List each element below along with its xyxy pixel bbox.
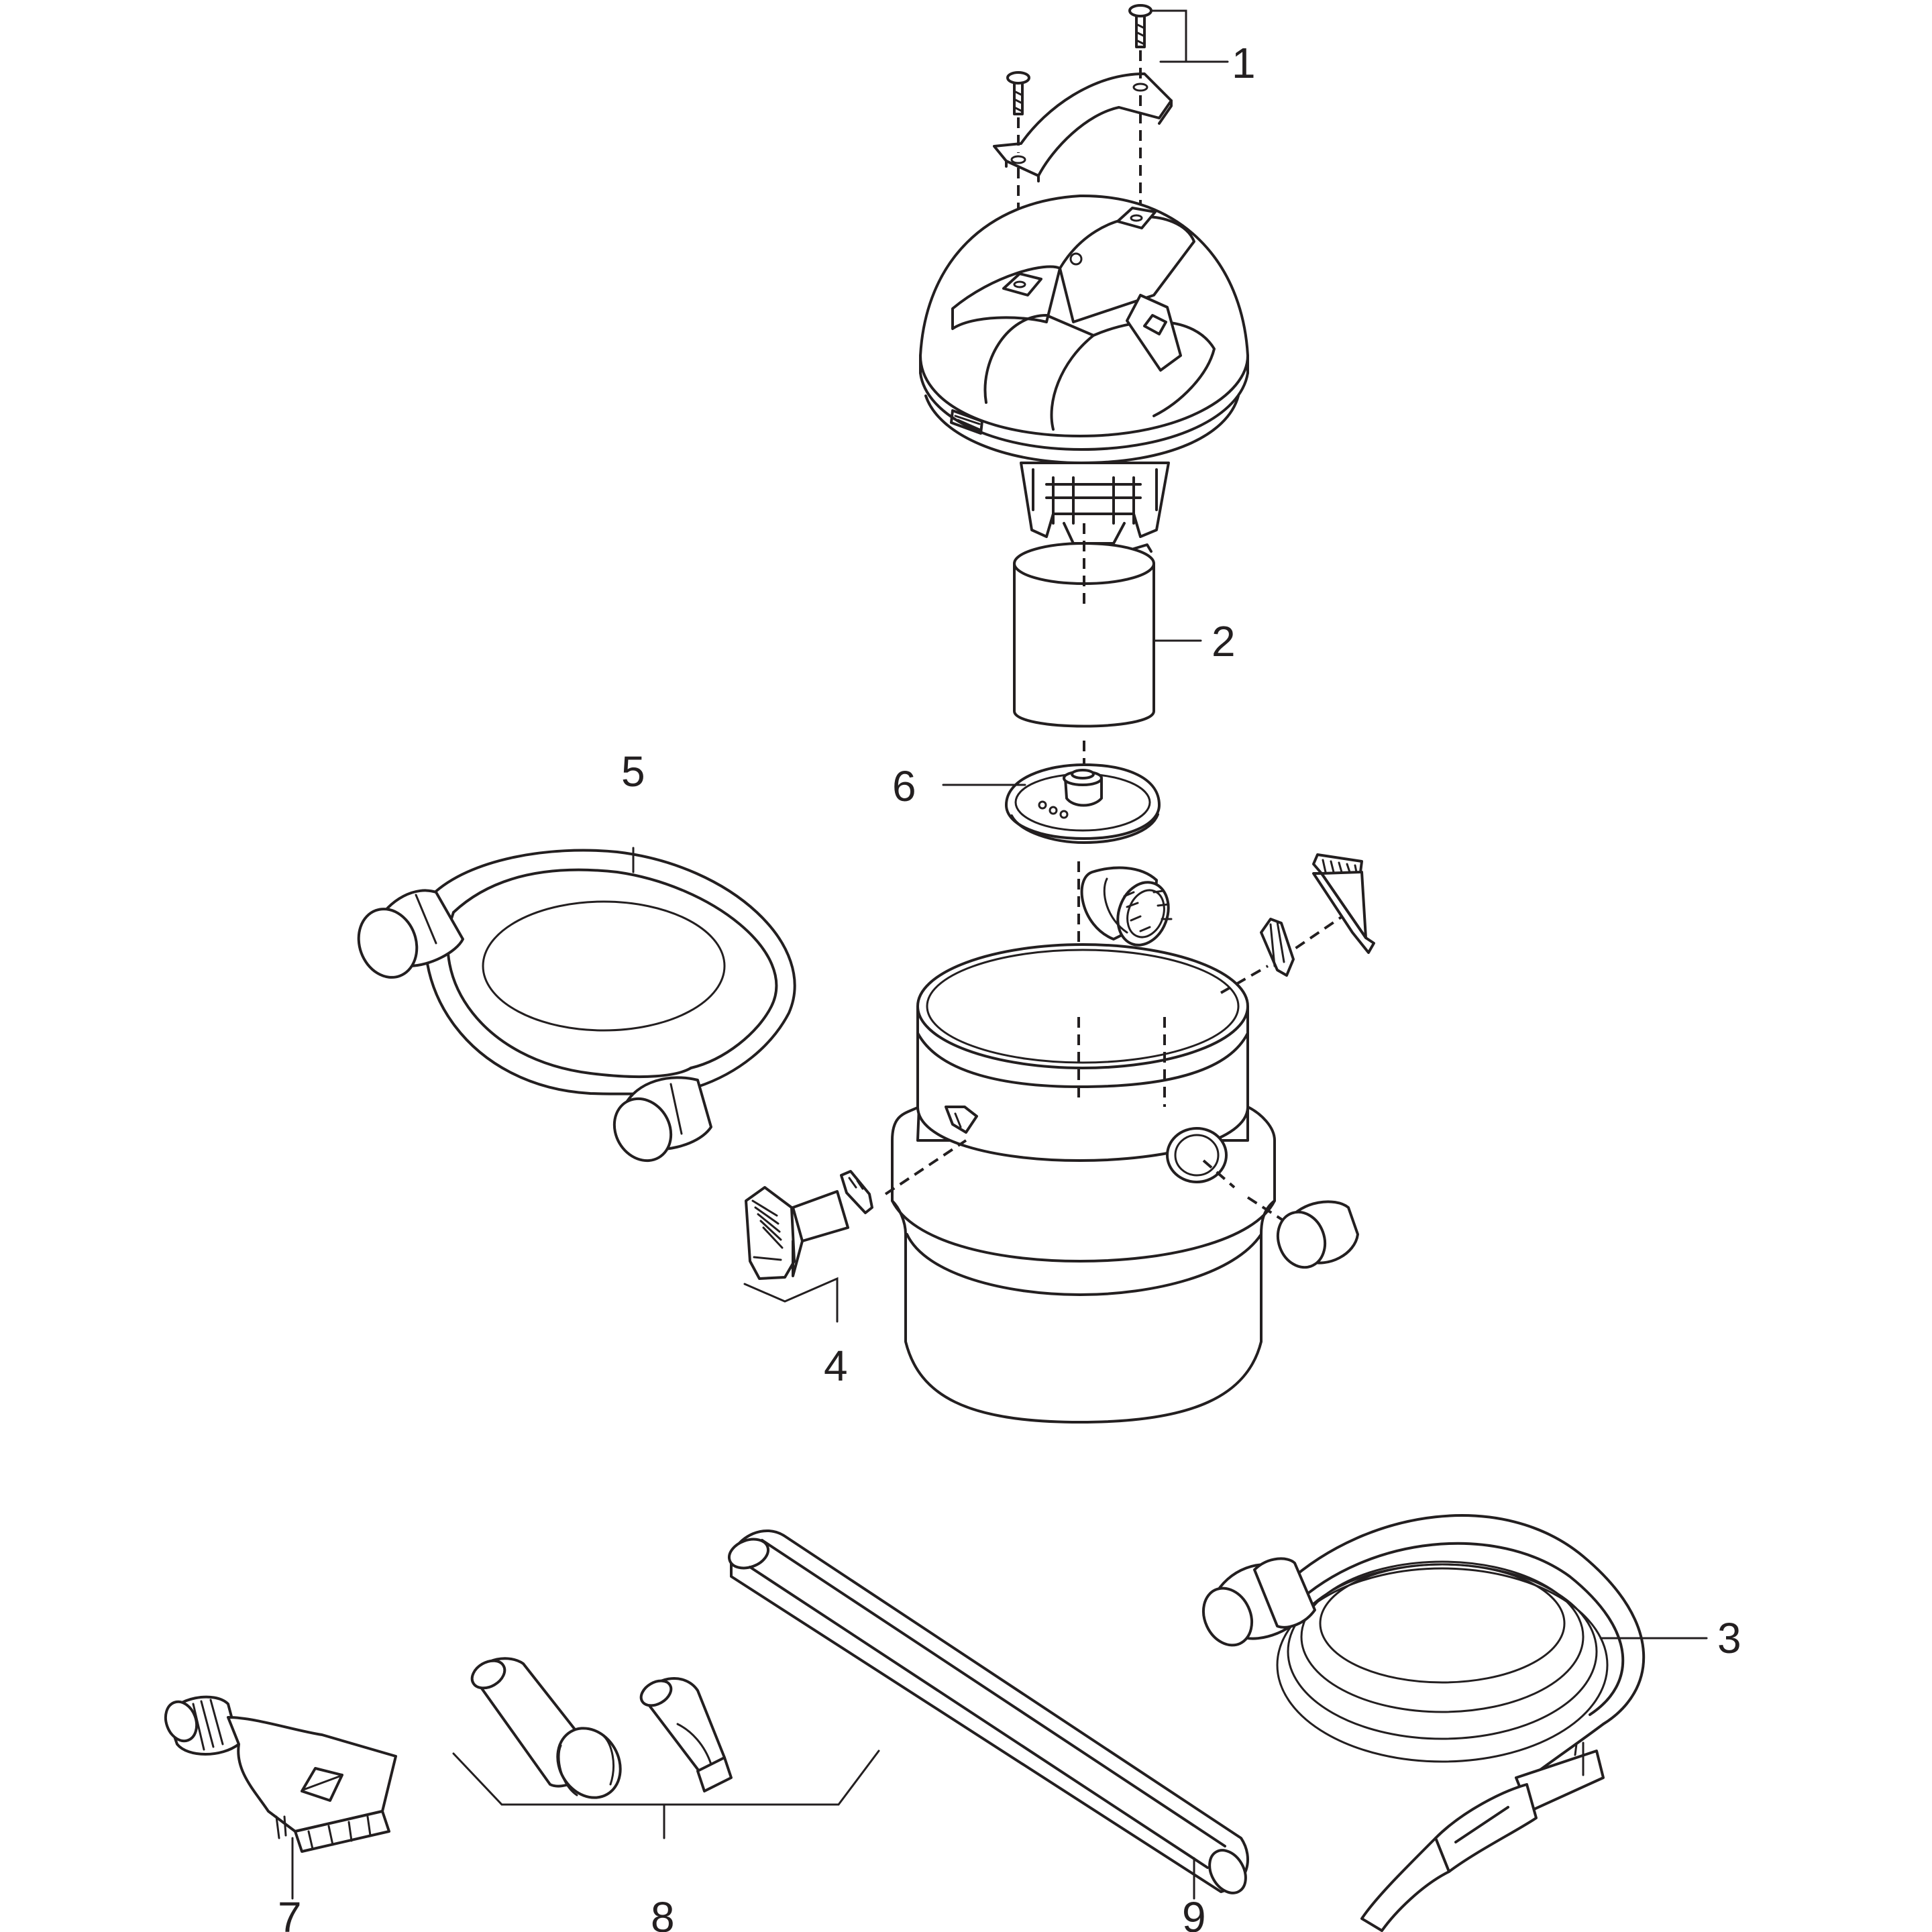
collection-tank: [884, 861, 1350, 1424]
part-number-3: 3: [1717, 1614, 1741, 1662]
screw-right: [1128, 4, 1152, 48]
part-number-1: 1: [1232, 39, 1256, 87]
part-number-5: 5: [621, 747, 645, 796]
drain-cap: [1276, 1200, 1359, 1269]
tank-clip-left: [743, 1170, 873, 1323]
suction-hose-5: [357, 847, 796, 1163]
floor-nozzle: [164, 1695, 397, 1900]
screw-left: [1006, 71, 1030, 115]
part-number-6: 6: [892, 762, 916, 810]
power-switch: [1126, 294, 1182, 372]
filter-retainer-plate: [942, 741, 1161, 844]
part-number-2: 2: [1212, 617, 1236, 665]
suction-hose-3: [1202, 1514, 1708, 1932]
inlet-adapter: [1080, 866, 1173, 1107]
nozzle-set: [452, 1657, 880, 1839]
tank-clip-right: [1260, 853, 1375, 977]
carry-handle: [993, 72, 1173, 177]
part-number-8: 8: [651, 1893, 675, 1932]
part-number-9: 9: [1182, 1893, 1206, 1932]
cartridge-filter: [1013, 523, 1202, 728]
part-number-7: 7: [278, 1893, 302, 1932]
motor-head: [919, 194, 1249, 545]
extension-wand: [727, 1529, 1249, 1900]
part-number-4: 4: [824, 1342, 848, 1390]
